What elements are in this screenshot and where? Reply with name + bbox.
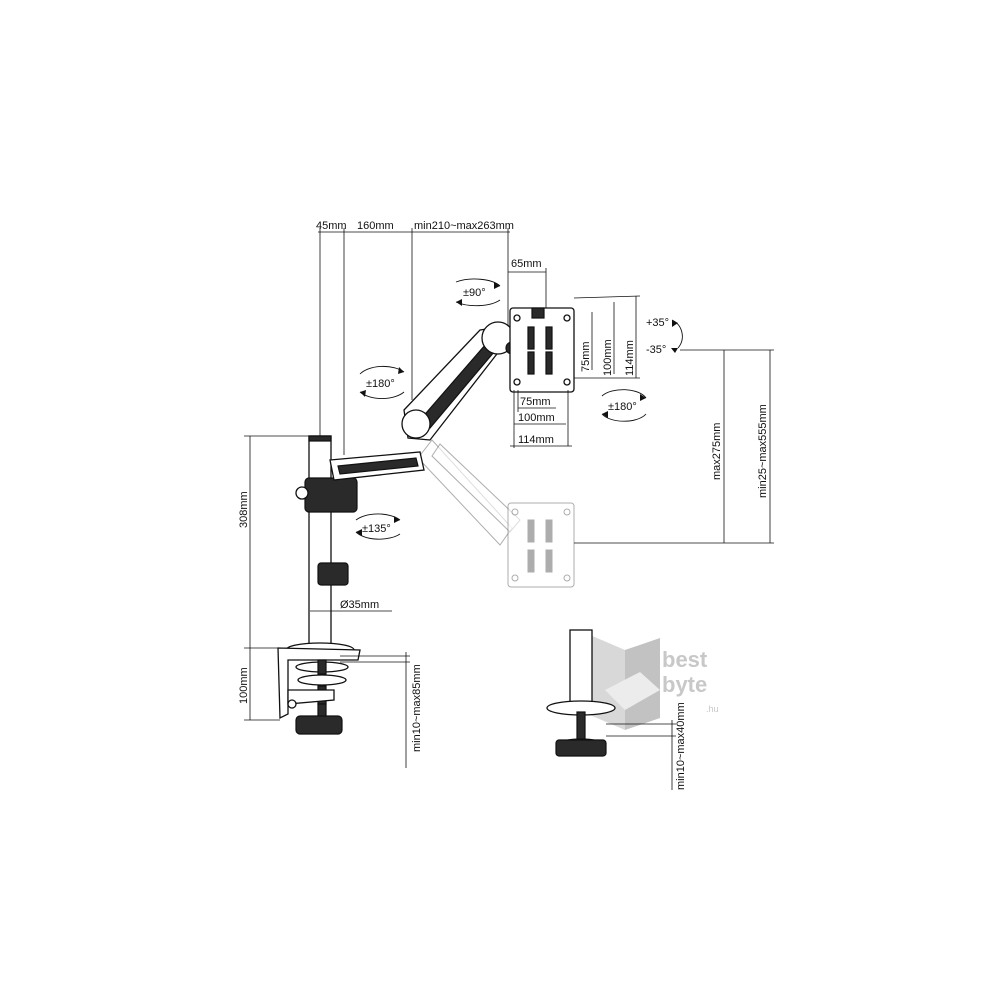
rotate-135-symbol: [355, 513, 401, 540]
pole-assembly: [285, 435, 358, 658]
vesa-dimension-lines: [510, 295, 641, 448]
logo-text-byte: byte: [662, 672, 707, 697]
tilt-down-label: -35°: [646, 344, 666, 356]
gas-spring-arm: [401, 321, 519, 441]
dim-vesa-75-w: 75mm: [520, 396, 551, 408]
logo-text-hu: .hu: [706, 704, 719, 714]
rotate-180-arm-label: ±180°: [366, 378, 395, 390]
dim-vesa-75-h: 75mm: [580, 341, 592, 372]
top-dimension-lines: [318, 228, 547, 455]
dim-vesa-114-w: 114mm: [518, 434, 554, 446]
dim-vesa-100-h: 100mm: [602, 339, 614, 376]
dim-height-range: max275mm: [711, 423, 723, 480]
dim-vesa-offset: 65mm: [511, 258, 542, 270]
grommet-mount: [546, 629, 616, 757]
desk-clamp: [277, 647, 361, 735]
grommet-range-lines: [606, 720, 676, 790]
vesa-plate: [509, 307, 575, 393]
dim-vesa-114-h: 114mm: [624, 340, 636, 376]
rotate-180-plate-label: ±180°: [608, 401, 637, 413]
rotate-180-plate-symbol: [601, 389, 647, 422]
lowered-arm-ghost: [417, 439, 575, 588]
lower-arm-segment: [329, 451, 425, 481]
dim-pole-diameter: Ø35mm: [340, 599, 379, 611]
dim-clamp-height: 100mm: [238, 667, 250, 704]
dim-pole-height: 308mm: [238, 491, 250, 528]
rotate-90-symbol: [455, 278, 501, 307]
dim-vesa-100-w: 100mm: [518, 412, 555, 424]
dim-arm-reach: min210~max263mm: [414, 220, 514, 232]
rotate-90-label: ±90°: [463, 287, 486, 299]
dim-offset-top: 45mm: [316, 220, 347, 232]
dim-arm-segment: 160mm: [357, 220, 394, 232]
tilt-up-label: +35°: [646, 317, 669, 329]
logo-text-best: best: [662, 647, 708, 672]
bestbyte-logo-watermark: best byte .hu: [590, 635, 719, 730]
rotate-135-label: ±135°: [362, 523, 391, 535]
tilt-symbol: [671, 319, 683, 353]
height-dimension-lines: [574, 349, 774, 544]
dim-grommet-range: min10~max40mm: [675, 702, 687, 790]
dim-clamp-range: min10~max85mm: [411, 664, 423, 752]
rotate-180-arm-symbol: [359, 365, 405, 399]
clamp-range-lines: [340, 652, 410, 768]
dim-height-adjust: min25~max555mm: [757, 404, 769, 498]
pole-height-dimension: [244, 435, 312, 721]
